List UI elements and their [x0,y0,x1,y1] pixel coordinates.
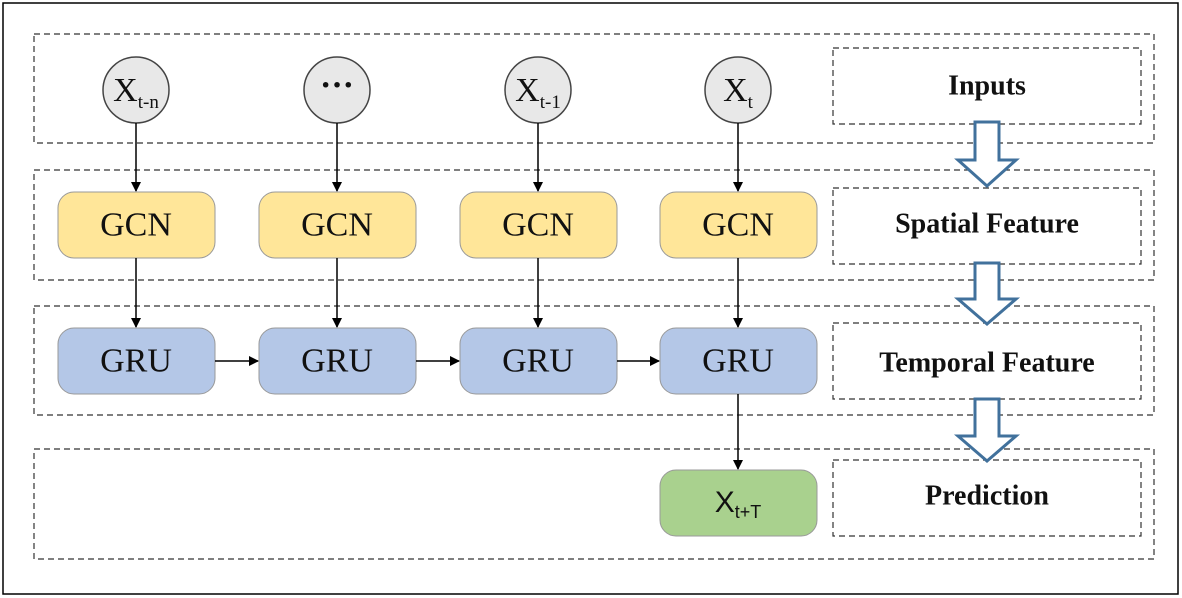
stage-label-inputs: Inputs [948,71,1026,102]
input-label-3: Xt-1 [515,72,561,113]
gcn-label-4: GCN [702,207,774,244]
inputs-row [33,33,1155,144]
stage-label-spatial: Spatial Feature [895,209,1079,240]
stage-label-prediction: Prediction [925,481,1049,512]
input-label-2: ··· [320,67,354,104]
prediction-row [33,448,1155,560]
stage-box-inputs [832,47,1142,125]
stage-arrow-2 [953,261,1021,326]
gru-label-2: GRU [301,343,373,380]
input-label-4: Xt [723,72,754,113]
gru-label-1: GRU [100,343,172,380]
input-label-1: Xt-n [113,72,159,113]
stage-arrow-3 [953,397,1021,463]
gcn-label-3: GCN [502,207,574,244]
gru-label-4: GRU [702,343,774,380]
prediction-label: Xt+T [715,486,762,522]
gcn-label-2: GCN [301,207,373,244]
prediction-node [659,469,818,537]
temporal-row [33,305,1155,416]
gcn-label-1: GCN [100,207,172,244]
gru-label-3: GRU [502,343,574,380]
stage-arrow-1 [954,120,1020,189]
stage-label-temporal: Temporal Feature [879,348,1094,379]
spatial-row [33,169,1155,281]
